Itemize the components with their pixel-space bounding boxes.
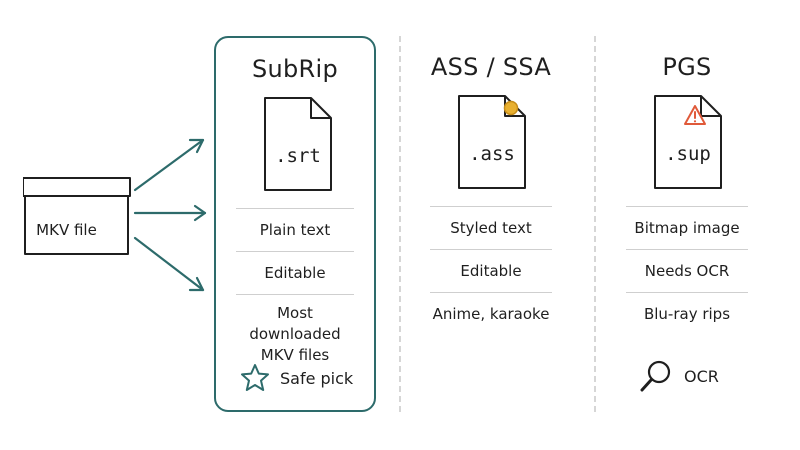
column-divider <box>399 36 401 412</box>
star-icon <box>241 364 269 391</box>
source-label: MKV file <box>36 221 97 239</box>
feature-row: Needs OCR <box>626 249 748 292</box>
file-extension: .ass <box>469 143 515 165</box>
feature-row: Blu-ray rips <box>626 292 748 335</box>
format-card-pgs: PGS .sup Bitmap image Needs OCR Blu-ray … <box>606 36 768 412</box>
feature-row: Bitmap image <box>626 206 748 249</box>
feature-list: Styled text Editable Anime, karaoke <box>430 206 552 335</box>
safe-pick-badge: Safe pick <box>240 361 353 395</box>
format-card-subrip: SubRip .srt Plain text Editable Most dow… <box>214 36 376 412</box>
document-warning-icon <box>654 95 722 189</box>
format-title: SubRip <box>251 55 339 83</box>
format-card-ass: ASS / SSA .ass Styled text Editable Anim… <box>410 36 572 412</box>
badge-label: Safe pick <box>280 368 354 388</box>
box-icon <box>23 177 131 255</box>
feature-row: Styled text <box>430 206 552 249</box>
feature-row: Plain text <box>236 208 354 251</box>
feature-list: Plain text Editable Most downloaded MKV … <box>236 208 354 377</box>
format-title: ASS / SSA <box>430 53 552 81</box>
arrow-to-subrip-bottom-icon <box>133 236 205 292</box>
feature-row: Editable <box>430 249 552 292</box>
document-with-dot-icon <box>458 95 526 189</box>
file-extension: .srt <box>275 145 321 167</box>
column-divider <box>594 36 596 412</box>
arrow-to-subrip-middle-icon <box>133 204 207 222</box>
arrow-to-subrip-top-icon <box>133 138 205 192</box>
arrows-group <box>133 138 207 292</box>
ocr-badge: OCR <box>638 359 719 393</box>
feature-row: Most downloaded MKV files <box>236 294 354 377</box>
document-icon <box>264 97 332 191</box>
feature-list: Bitmap image Needs OCR Blu-ray rips <box>626 206 748 335</box>
file-extension: .sup <box>665 143 711 165</box>
feature-row: Editable <box>236 251 354 294</box>
badge-label: OCR <box>684 366 719 386</box>
format-title: PGS <box>662 53 712 81</box>
feature-row: Anime, karaoke <box>430 292 552 335</box>
magnifier-icon <box>640 360 671 392</box>
